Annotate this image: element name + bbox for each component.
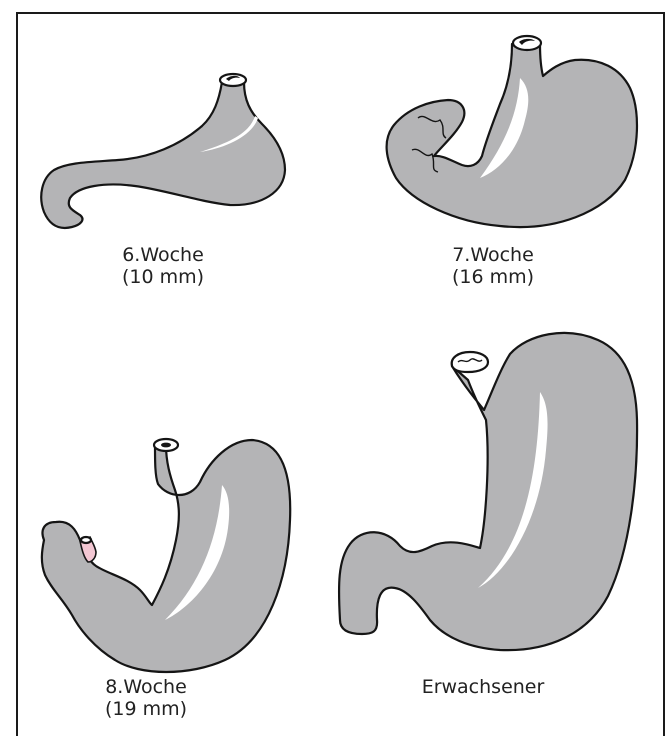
caption-week8-line1: 8.Woche xyxy=(105,676,187,698)
stomach-adult-body xyxy=(339,333,637,650)
stomach-week8-lumen xyxy=(161,443,171,448)
caption-week7: 7.Woche (16 mm) xyxy=(452,244,534,288)
stomach-week7-opening xyxy=(513,36,541,50)
stomach-week8-body xyxy=(42,440,290,672)
caption-week8: 8.Woche (19 mm) xyxy=(105,676,187,720)
stomach-week6 xyxy=(41,74,285,228)
stomach-adult-opening xyxy=(452,352,488,372)
stomach-week8 xyxy=(42,439,290,672)
stomach-adult xyxy=(339,333,637,650)
stomach-week8-pyloric-opening xyxy=(81,537,91,543)
stomach-week6-body xyxy=(41,82,285,228)
caption-adult-line1: Erwachsener xyxy=(422,676,545,698)
stomach-week6-opening xyxy=(220,74,246,86)
stomach-week7 xyxy=(387,36,637,227)
caption-week6-line1: 6.Woche xyxy=(122,244,204,266)
caption-adult: Erwachsener xyxy=(422,676,545,698)
caption-week7-line1: 7.Woche xyxy=(452,244,534,266)
caption-week6-line2: (10 mm) xyxy=(122,266,204,288)
caption-week7-line2: (16 mm) xyxy=(452,266,534,288)
caption-week8-line2: (19 mm) xyxy=(105,698,187,720)
caption-week6: 6.Woche (10 mm) xyxy=(122,244,204,288)
